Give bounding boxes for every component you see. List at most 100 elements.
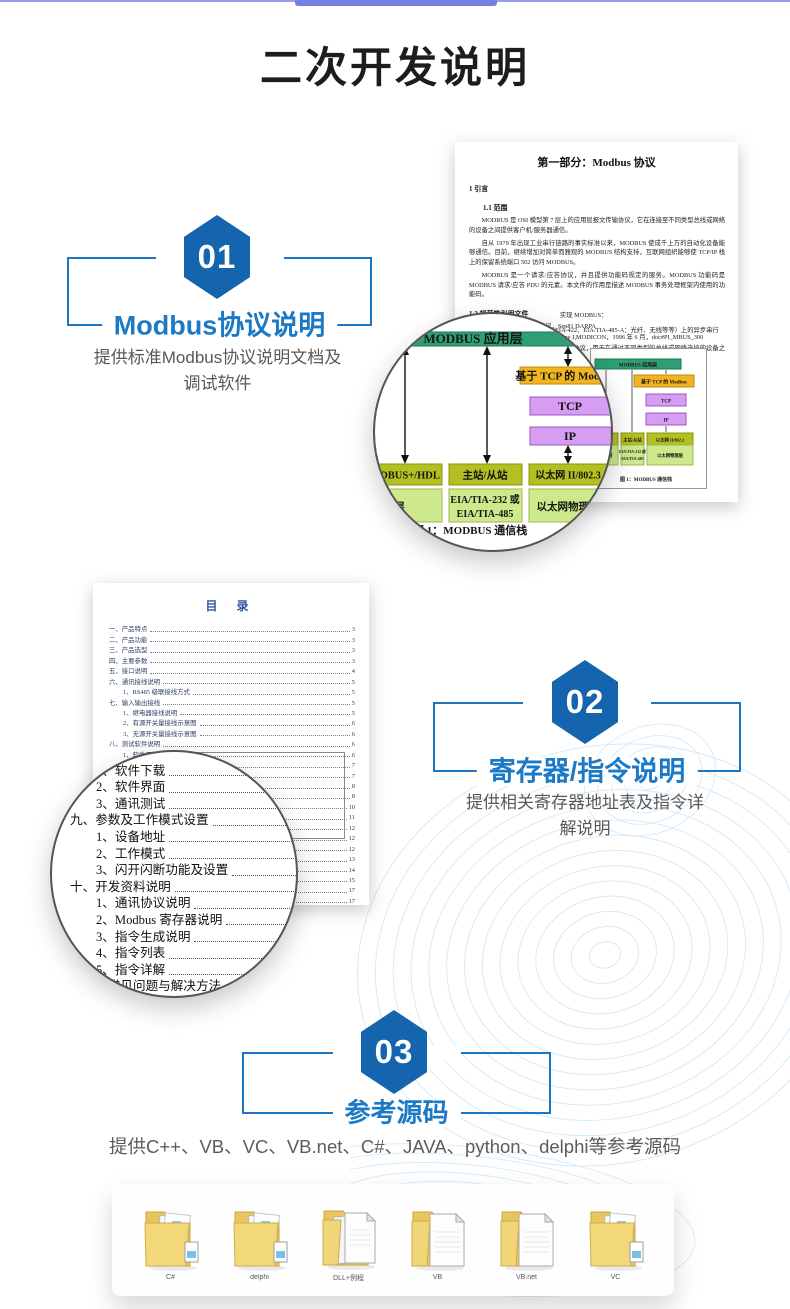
toc-page-number: 5: [351, 678, 355, 686]
folder-item-vc: VC: [576, 1199, 656, 1281]
toc-page-number: 5: [351, 689, 355, 697]
svg-text:图 1：MODBUS 通信栈: 图 1：MODBUS 通信栈: [413, 523, 527, 537]
toc-dotted-leader: [192, 693, 350, 695]
toc-row: 四、主要参数 3: [109, 654, 355, 665]
magnifier-modbus-stack: MODBUS 应用层 基于 TCP 的 Modbus TCP IP MODBUS…: [373, 312, 613, 552]
folder-docs-icon: [588, 1211, 643, 1271]
toc-dotted-leader: [194, 907, 296, 909]
toc-page-number: 12: [348, 835, 355, 843]
step-number: 01: [197, 238, 237, 275]
description-line: 解说明: [559, 819, 611, 839]
toc-row: 三、产品选型 3: [109, 644, 355, 654]
svg-text:以太网 II/802.3: 以太网 II/802.3: [535, 469, 601, 482]
magnified-toc-label: 十、开发资料说明: [70, 879, 171, 894]
section-03-title: 参考源码: [332, 1099, 461, 1127]
magnified-toc-row: 1、软件下载: [70, 762, 296, 779]
section-01-description: 提供标准Modbus协议说明文档及 调试软件: [40, 345, 395, 398]
svg-text:以太网物理层: 以太网物理层: [657, 452, 683, 459]
toc-row-label: 1、RS485 级联接线方式: [123, 689, 190, 697]
magnified-toc-row: 3、指令生成说明: [70, 928, 296, 945]
toc-row-label: 六、通讯接线说明: [109, 678, 161, 686]
modbus-stack-diagram-large: MODBUS 应用层 基于 TCP 的 Modbus TCP IP MODBUS…: [375, 331, 611, 537]
svg-text:MODBUS 应用层: MODBUS 应用层: [423, 331, 522, 346]
folder-item-csharp: C#: [131, 1199, 211, 1281]
folder-label: VC: [610, 1274, 621, 1281]
magnified-toc-label: 3、闪开闪断功能及设置: [96, 863, 229, 878]
svg-text:MODBUS+/HDL: MODBUS+/HDL: [375, 471, 440, 482]
folder-item-dll: DLL+例程: [309, 1198, 389, 1283]
toc-page-number: 3: [351, 626, 355, 634]
toc-row-label: 3、无源开关量接线示意图: [123, 730, 197, 738]
toc-dotted-leader: [169, 858, 296, 860]
folder-page-icon: [500, 1211, 554, 1271]
magnified-toc-row: 十、开发资料说明: [70, 878, 296, 895]
step-number: 02: [565, 683, 605, 720]
toc-dotted-leader: [163, 683, 350, 685]
toc-page-number: 3: [351, 647, 355, 655]
magnified-toc-row: 3、通讯测试: [70, 795, 296, 812]
toc-row: 3、无源开关量接线示意图 6: [109, 727, 355, 738]
folder-label: VB: [432, 1274, 443, 1281]
svg-text:EIA/TIA-485: EIA/TIA-485: [621, 457, 643, 461]
toc-row-label: 1、继电器接线说明: [123, 709, 178, 717]
toc-row: 八、测试软件说明 6: [109, 738, 355, 748]
toc-row-label: 二、产品功能: [109, 636, 148, 644]
svg-text:以太网 II/802.3: 以太网 II/802.3: [656, 437, 684, 444]
toc-dotted-leader: [150, 641, 350, 643]
svg-text:EIA/TIA-485: EIA/TIA-485: [457, 509, 514, 520]
folder-docs-icon: [143, 1211, 198, 1271]
description-line: 调试软件: [183, 374, 252, 394]
toc-dotted-leader: [150, 662, 350, 664]
svg-text:图 1：MODBUS 通信栈: 图 1：MODBUS 通信栈: [620, 476, 672, 483]
section-02-description: 提供相关寄存器地址表及指令详 解说明: [428, 790, 742, 843]
toc-dotted-leader: [232, 874, 296, 876]
toc-page-number: 5: [351, 699, 355, 707]
toc-dotted-leader: [169, 841, 296, 843]
doc1-list-item: 2、MODBUS 协议参考指南 Rev J,MODICON，1996 年 6 月…: [483, 334, 704, 341]
toc-dotted-leader: [169, 791, 296, 793]
folder-page-icon: [411, 1211, 465, 1271]
toc-row: 七、输入输出接线 5: [109, 696, 355, 707]
folder-item-vb: VB: [398, 1199, 478, 1281]
magnified-toc-row: 5、指令详解: [70, 961, 296, 978]
toc-dotted-leader: [212, 824, 296, 826]
toc-row-label: 一、产品特点: [109, 626, 148, 634]
toc-dotted-leader: [161, 777, 350, 779]
svg-text:基于 TCP 的 Modbus: 基于 TCP 的 Modbus: [640, 379, 687, 386]
magnified-toc-label: 3、指令生成说明: [96, 929, 191, 944]
magnified-toc-row: 九、参数及工作模式设置: [70, 812, 296, 829]
top-accent-bar: [295, 0, 497, 6]
magnified-toc-row: 1、通讯协议说明: [70, 895, 296, 912]
magnified-toc-row: 1、设备地址: [70, 828, 296, 845]
toc-row: 二、产品功能 3: [109, 633, 355, 644]
toc-page-number: 4: [351, 668, 355, 676]
description-line: 提供标准Modbus协议说明文档及: [93, 348, 342, 367]
toc-dotted-leader: [169, 775, 296, 777]
toc-page-number: 14: [348, 866, 355, 874]
svg-text:物理层: 物理层: [375, 500, 405, 513]
toc-page-number: 7: [351, 772, 355, 780]
toc-dotted-leader: [161, 756, 350, 758]
toc-page-number: 17: [348, 887, 355, 895]
toc-dotted-leader: [182, 787, 350, 789]
toc-row: 2、有源开关量接线示意图 6: [109, 717, 355, 727]
toc-row: 1、RS485 级联接线方式 5: [109, 686, 355, 696]
magnified-toc-label: 2、软件界面: [96, 780, 166, 795]
toc-dotted-leader: [199, 724, 350, 726]
toc-dotted-leader: [169, 808, 296, 810]
svg-text:MODBUS 应用层: MODBUS 应用层: [619, 362, 657, 369]
svg-text:TCP: TCP: [661, 400, 671, 405]
toc-dotted-leader: [199, 735, 350, 737]
toc-row-label: 八、测试软件说明: [109, 741, 161, 749]
toc-page-number: 11: [348, 814, 355, 822]
toc-row-label: 五、接口说明: [109, 668, 148, 676]
folder-label: delphi: [250, 1274, 269, 1281]
section-01-title: Modbus协议说明: [101, 311, 338, 339]
toc-page-number: 8: [351, 783, 355, 790]
toc-page-number: 3: [351, 657, 355, 665]
toc-row: 五、接口说明 4: [109, 665, 355, 675]
magnified-toc-row: 4、指令列表: [70, 945, 296, 962]
toc-dotted-leader: [150, 630, 350, 632]
toc-row: 一、产品特点 3: [109, 623, 355, 633]
doc1-title: 第一部分：Modbus 协议: [537, 157, 656, 169]
